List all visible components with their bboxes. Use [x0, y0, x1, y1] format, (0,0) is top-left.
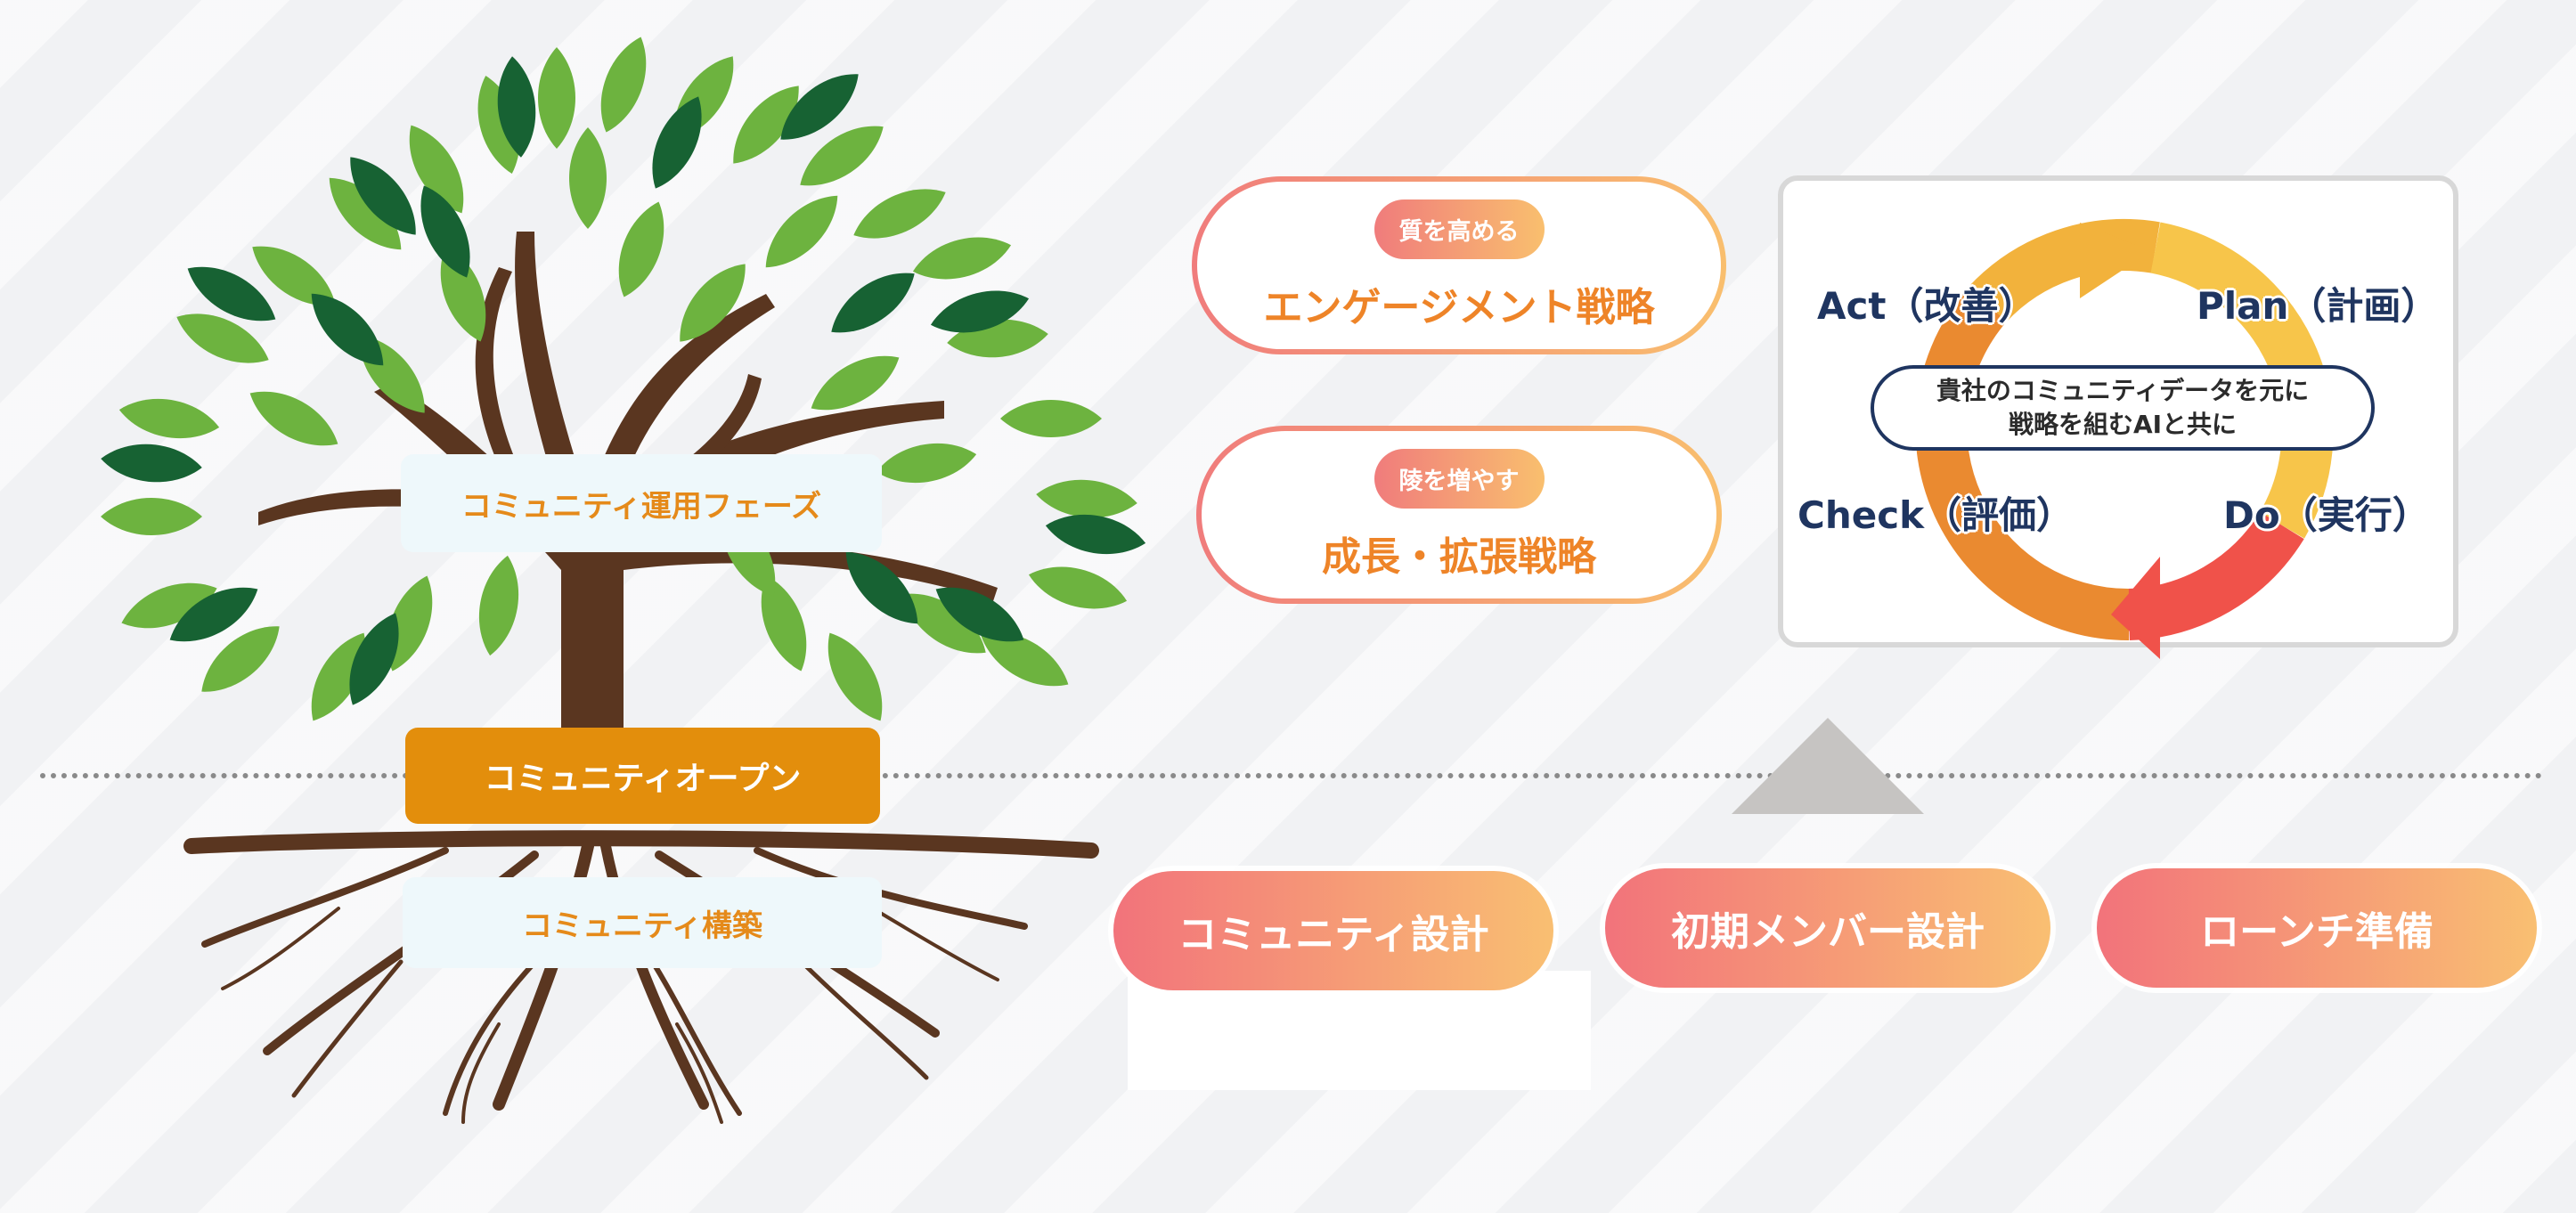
step-shadow-panel — [1128, 971, 1591, 1090]
pdca-check-label: Check（評価） — [1797, 493, 2075, 537]
strategy-tag: 陵を増やす — [1374, 448, 1545, 509]
pdca-center-line2: 戦略を組むAIと共に — [2008, 410, 2238, 439]
pdca-center-caption: 貴社のコミュニティデータを元に 戦略を組むAIと共に — [1871, 365, 2375, 451]
pdca-do-label: Do（実行） — [2223, 493, 2430, 537]
pdca-plan-label: Plan（計画） — [2197, 284, 2439, 328]
ground-divider — [40, 773, 2543, 778]
pdca-act-label: Act（改善） — [1817, 284, 2036, 328]
up-arrow-triangle — [1732, 718, 1924, 814]
pdca-arrowhead-bottom — [2111, 557, 2160, 659]
engagement-strategy-card: 質を高める エンゲージメント戦略 — [1192, 176, 1726, 354]
strategy-title: エンゲージメント戦略 — [1263, 284, 1655, 330]
phase-open-label: コミュニティオープン — [405, 728, 880, 824]
strategy-title: 成長・拡張戦略 — [1322, 533, 1596, 580]
step-launch-prep: ローンチ準備 — [2097, 868, 2537, 988]
growth-strategy-card: 陵を増やす 成長・拡張戦略 — [1196, 426, 1722, 604]
pdca-center-line1: 貴社のコミュニティデータを元に — [1936, 376, 2310, 405]
tree-roots — [183, 830, 1099, 1124]
step-initial-member-design: 初期メンバー設計 — [1605, 868, 2050, 988]
pdca-ring — [1915, 219, 2334, 641]
strategy-tag: 質を高める — [1374, 199, 1545, 259]
phase-build-label: コミュニティ構築 — [403, 877, 882, 968]
phase-operation-label: コミュニティ運用フェーズ — [401, 454, 882, 552]
pdca-arrowhead-top — [2080, 223, 2151, 298]
step-community-design: コミュニティ設計 — [1113, 871, 1553, 990]
